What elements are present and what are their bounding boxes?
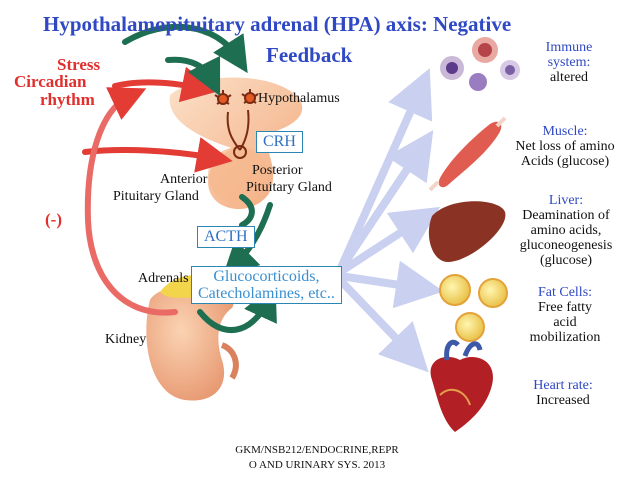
pituitary-illustration [169, 77, 303, 210]
kidney-label: Kidney [105, 332, 147, 347]
liver-effect: Liver: Deamination of amino acids, gluco… [505, 193, 627, 268]
fat-body-3: mobilization [529, 330, 601, 345]
crh-box: CRH [256, 131, 303, 153]
immune-heading-1: Immune [545, 40, 593, 55]
hypothalamus-label: Hypothalamus [258, 91, 340, 106]
negative-feedback-label: (-) [45, 210, 62, 229]
liver-heading: Liver: [548, 193, 584, 208]
anterior-pituitary-label: Pituitary Gland [113, 189, 199, 204]
liver-body-1: Deamination of [522, 208, 610, 223]
footer-credit: GKM/NSB212/ENDOCRINE,REPR O AND URINARY … [222, 443, 412, 473]
posterior-label: Posterior [252, 163, 303, 178]
muscle-body-1: Net loss of amino [515, 139, 615, 154]
immune-effect: Immune system: altered [526, 40, 612, 85]
liver-icon [428, 201, 506, 262]
fat-body-1: Free fatty [537, 300, 593, 315]
liver-body-3: gluconeogenesis [519, 238, 613, 253]
immune-heading-2: system: [547, 55, 591, 70]
immune-body: altered [549, 70, 589, 85]
circadian-label: Circadian [14, 72, 87, 91]
heart-heading: Heart rate: [533, 378, 593, 393]
liver-body-4: (glucose) [539, 253, 593, 268]
muscle-effect: Muscle: Net loss of amino Acids (glucose… [500, 124, 630, 169]
fat-body-2: acid [553, 315, 577, 330]
muscle-heading: Muscle: [542, 124, 588, 139]
effect-arrows [336, 68, 444, 373]
heart-effect: Heart rate: Increased [508, 378, 618, 408]
immune-cells-icon [440, 37, 520, 91]
hormones-box: Glucocorticoids, Catecholamines, etc.. [191, 266, 342, 304]
footer-line-2: O AND URINARY SYS. 2013 [248, 459, 386, 471]
acth-box: ACTH [197, 226, 255, 248]
title-line-1: Hypothalamopituitary adrenal (HPA) axis:… [43, 12, 512, 36]
fat-effect: Fat Cells: Free fatty acid mobilization [510, 285, 620, 345]
anterior-label: Anterior [160, 172, 208, 187]
glucocorticoids-label: Glucocorticoids, [213, 268, 320, 285]
rhythm-label: rhythm [40, 90, 95, 109]
title-line-2: Feedback [266, 43, 353, 67]
adrenals-label: Adrenals [138, 271, 189, 286]
liver-body-2: amino acids, [530, 223, 602, 238]
muscle-icon [428, 116, 507, 192]
posterior-pituitary-label: Pituitary Gland [246, 180, 332, 195]
catecholamines-label: Catecholamines, etc.. [198, 285, 335, 302]
stress-label: Stress [57, 55, 101, 74]
footer-line-1: GKM/NSB212/ENDOCRINE,REPR [235, 444, 399, 456]
heart-icon [430, 339, 493, 432]
fat-heading: Fat Cells: [537, 285, 593, 300]
heart-body: Increased [536, 393, 590, 408]
muscle-body-2: Acids (glucose) [520, 154, 610, 169]
feedback-arrows [122, 23, 277, 334]
fat-cells-icon [439, 274, 508, 342]
